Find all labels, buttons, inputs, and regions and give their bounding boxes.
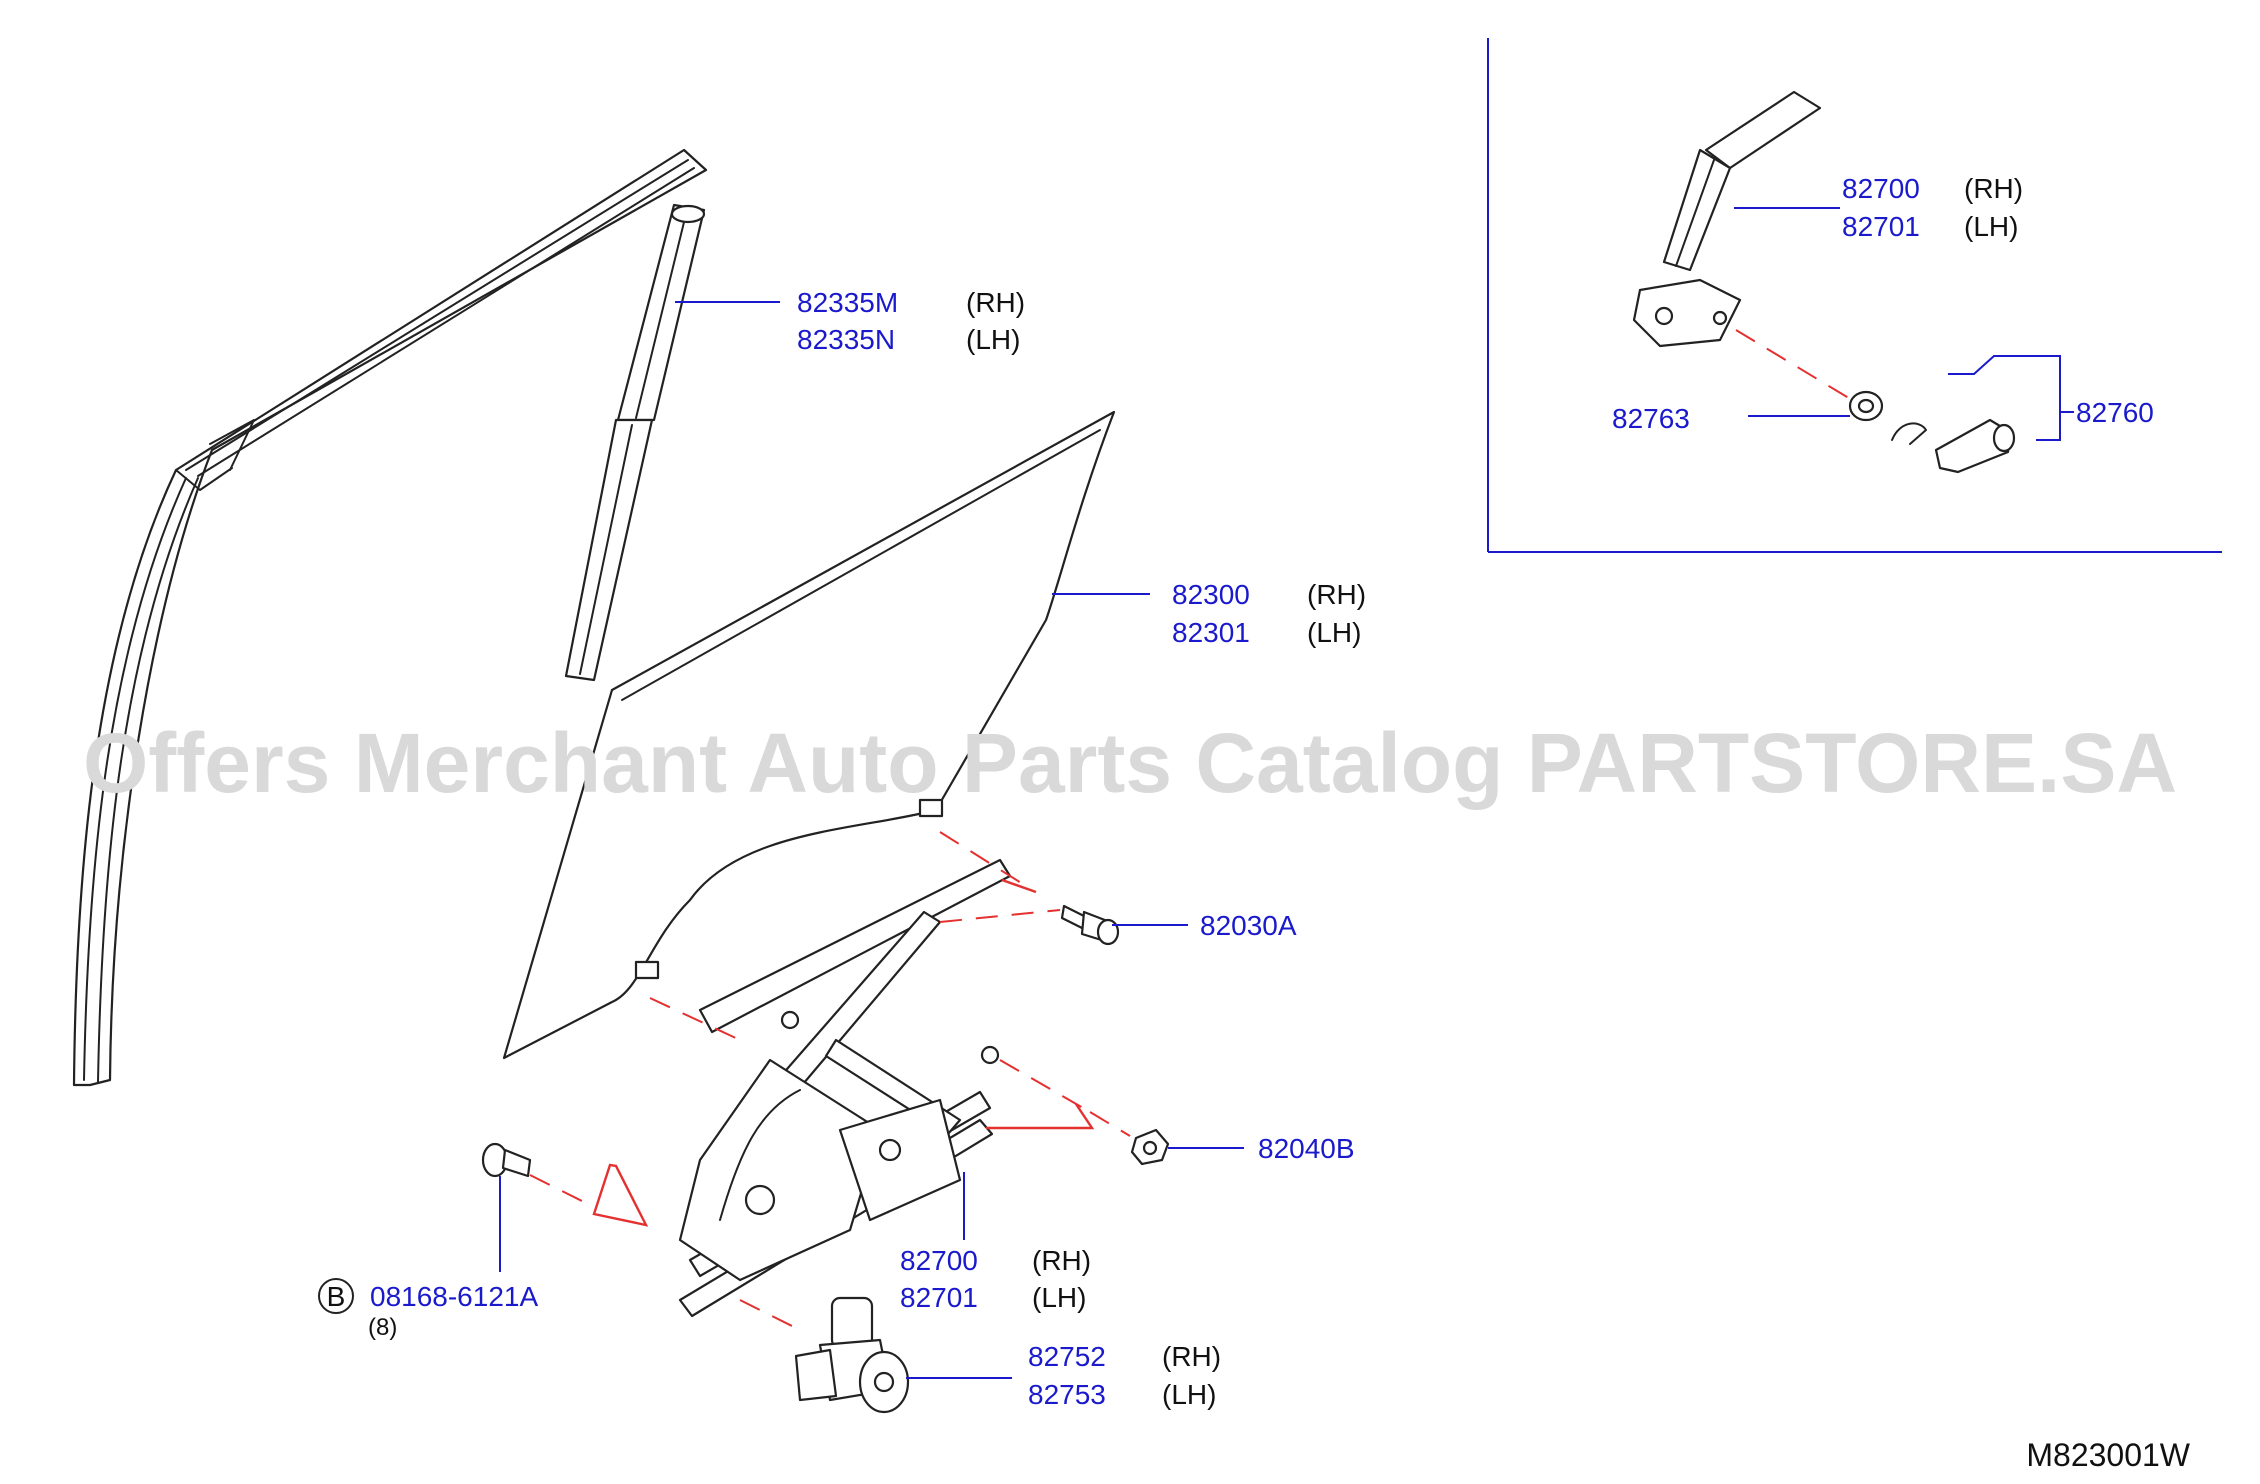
diagram-code: M823001W <box>2026 1437 2190 1473</box>
part-number-rh[interactable]: 82700 <box>900 1245 978 1276</box>
side-lh: (LH) <box>966 324 1020 355</box>
part-number[interactable]: 82763 <box>1612 403 1690 434</box>
inset-handle[interactable] <box>1891 418 2016 474</box>
callout-08168[interactable]: B 08168-6121A (8) <box>318 1278 538 1341</box>
inset-regulator[interactable] <box>1632 90 1822 348</box>
bolt-08168[interactable] <box>481 1142 532 1178</box>
bolt-82030a[interactable] <box>1060 904 1120 946</box>
side-rh: (RH) <box>966 287 1025 318</box>
part-number-lh[interactable]: 82701 <box>900 1282 978 1313</box>
side-lh: (LH) <box>1162 1379 1216 1410</box>
callout-82030a[interactable]: 82030A <box>1200 910 1297 941</box>
rear-run-channel[interactable] <box>564 203 706 682</box>
part-number-rh[interactable]: 82300 <box>1172 579 1250 610</box>
part-number[interactable]: 82760 <box>2076 397 2154 428</box>
side-rh: (RH) <box>1964 173 2023 204</box>
callout-inset-82763[interactable]: 82763 <box>1612 403 1690 434</box>
callout-inset-82760[interactable]: 82760 <box>2076 397 2154 428</box>
part-number-rh[interactable]: 82335M <box>797 287 898 318</box>
guide-lines <box>529 329 1853 1331</box>
callout-82700[interactable]: 82700 (RH) 82701 (LH) <box>900 1245 1091 1313</box>
part-number[interactable]: 82030A <box>1200 910 1297 941</box>
callout-82040b[interactable]: 82040B <box>1258 1133 1355 1164</box>
part-number-rh[interactable]: 82752 <box>1028 1341 1106 1372</box>
part-number-lh[interactable]: 82753 <box>1028 1379 1106 1410</box>
part-number-lh[interactable]: 82701 <box>1842 211 1920 242</box>
window-regulator[interactable] <box>678 858 1012 1318</box>
door-glass[interactable] <box>502 410 1116 1060</box>
window-motor[interactable] <box>794 1296 910 1414</box>
side-lh: (LH) <box>1307 617 1361 648</box>
badge-letter: B <box>327 1281 346 1312</box>
callout-inset-82700[interactable]: 82700 (RH) 82701 (LH) <box>1842 173 2023 242</box>
callout-82752[interactable]: 82752 (RH) 82753 (LH) <box>1028 1341 1221 1410</box>
side-lh: (LH) <box>1964 211 2018 242</box>
side-rh: (RH) <box>1307 579 1366 610</box>
part-number-lh[interactable]: 82301 <box>1172 617 1250 648</box>
side-rh: (RH) <box>1032 1245 1091 1276</box>
door-sash-frame <box>72 148 708 1087</box>
inset-frame <box>1487 38 2222 553</box>
inset-spacer[interactable] <box>1848 390 1884 422</box>
side-rh: (RH) <box>1162 1341 1221 1372</box>
callout-82300[interactable]: 82300 (RH) 82301 (LH) <box>1172 579 1366 648</box>
callout-82335[interactable]: 82335M (RH) 82335N (LH) <box>797 287 1025 355</box>
part-number[interactable]: 08168-6121A <box>370 1281 538 1312</box>
nut-82040b[interactable] <box>1130 1128 1170 1166</box>
badge-circle <box>318 1278 354 1314</box>
leader-lines <box>499 207 2074 1379</box>
watermark: Offers Merchant Auto Parts Catalog PARTS… <box>83 716 2177 810</box>
part-number-rh[interactable]: 82700 <box>1842 173 1920 204</box>
side-lh: (LH) <box>1032 1282 1086 1313</box>
part-number-lh[interactable]: 82335N <box>797 324 895 355</box>
quantity: (8) <box>368 1314 397 1341</box>
part-number[interactable]: 82040B <box>1258 1133 1355 1164</box>
